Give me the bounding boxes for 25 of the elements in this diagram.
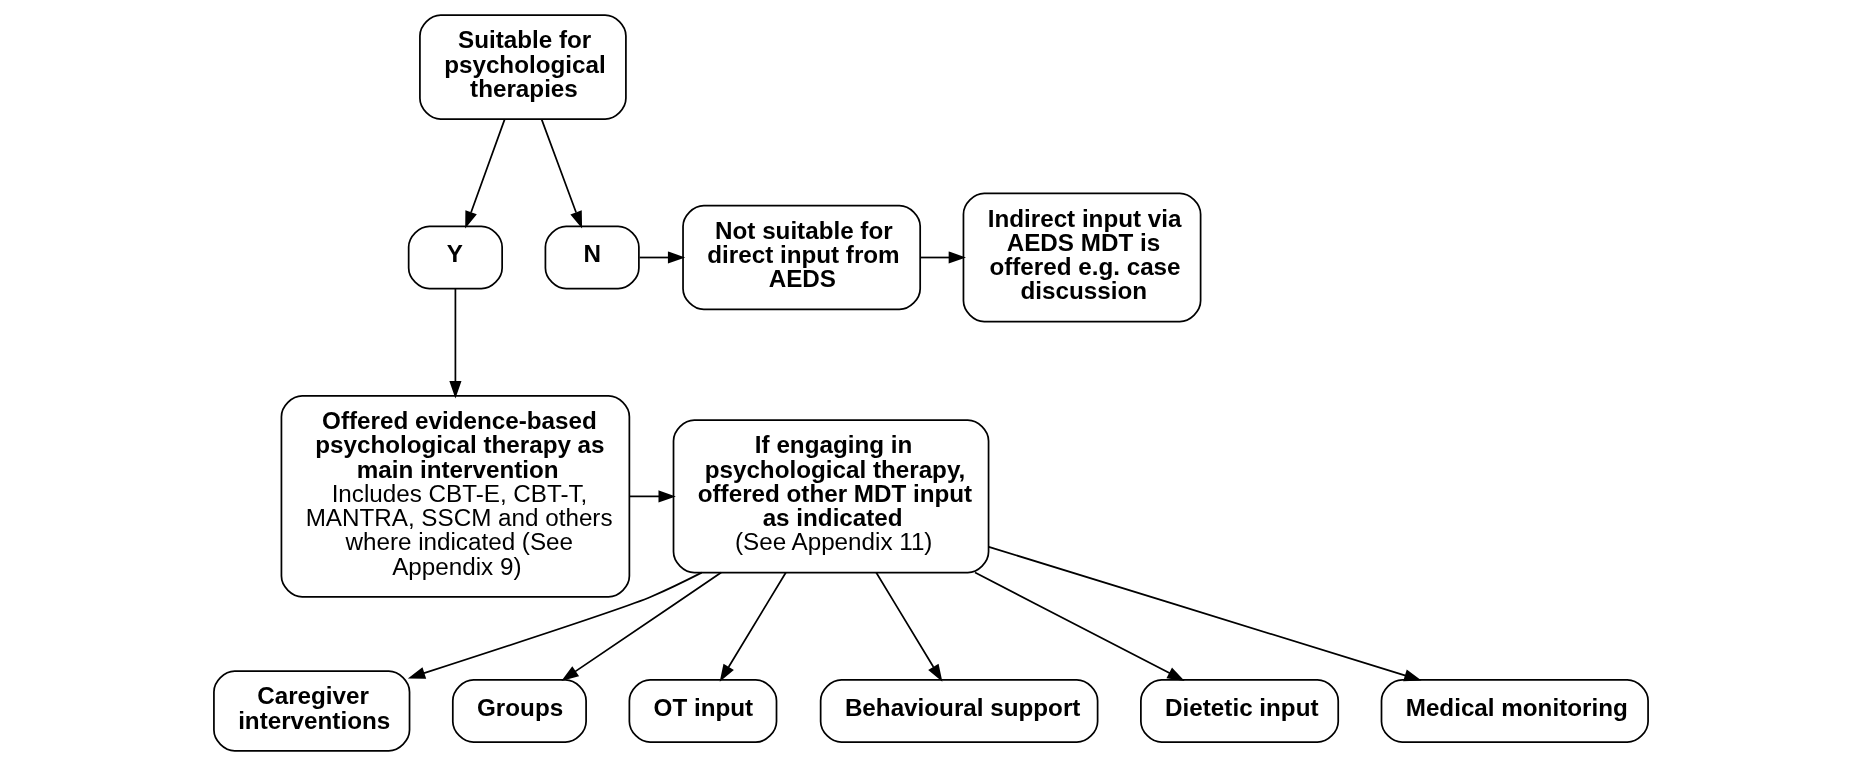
arrow — [448, 288, 461, 399]
node-box: If engaging in psychological therapy, offered other MDT input as indicated (See Appendix 11) — [672, 419, 989, 574]
node-box: N — [544, 225, 640, 290]
arrow — [973, 571, 1185, 681]
arrow — [919, 251, 966, 264]
node-box: Offered evidence-based psychological therapy as main intervention Includes CBT-E, CBT-T, MANTRA, SSCM and others where indicated (See Appendix 9) — [280, 395, 630, 598]
node-box: Behavioural support — [819, 679, 1098, 744]
arrow — [719, 571, 787, 682]
arrow — [874, 571, 942, 682]
node-box: Indirect input via AEDS MDT is offered e.g. case discussion — [962, 192, 1201, 323]
node-box: Not suitable for direct input from AEDS — [681, 204, 921, 311]
node-box: Y — [407, 225, 503, 290]
arrow — [638, 251, 685, 264]
arrow — [987, 545, 1421, 682]
arrow — [407, 571, 703, 679]
arrow — [540, 118, 582, 229]
node-box: Suitable for psychological therapies — [418, 14, 627, 120]
node-box: OT input — [628, 679, 777, 744]
arrow — [560, 571, 722, 681]
node-box: Medical monitoring — [1380, 679, 1649, 744]
node-box: Dietetic input — [1139, 679, 1339, 744]
arrow — [464, 118, 505, 229]
node-box: Groups — [451, 679, 587, 744]
node-box: Caregiver interventions — [212, 670, 410, 752]
arrow — [628, 490, 676, 503]
